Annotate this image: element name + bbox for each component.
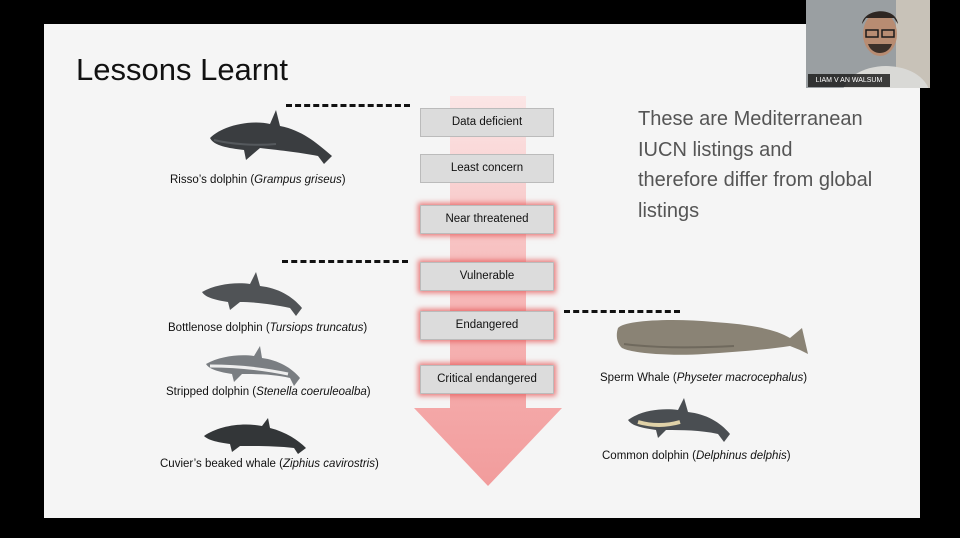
cuviers-beaked-whale-image [204, 418, 306, 454]
risso-dolphin-image [210, 110, 332, 164]
slide-note: These are Mediterranean IUCN listings an… [638, 108, 873, 222]
risso-dolphin-caption: Risso’s dolphin (Grampus griseus) [170, 174, 346, 186]
category-endangered: Endangered [420, 311, 554, 340]
bottlenose-dolphin-caption: Bottlenose dolphin (Tursiops truncatus) [168, 322, 368, 334]
presentation-slide: Lessons Learnt These are Mediterranean I… [44, 24, 920, 518]
webcam-video-tile: LIAM V AN WALSUM [806, 0, 930, 88]
striped-dolphin-image [206, 346, 300, 386]
common-dolphin-image [628, 398, 730, 442]
slide-title: Lessons Learnt [76, 52, 288, 87]
category-least-concern: Least concern [420, 154, 554, 183]
participant-name-label: LIAM V AN WALSUM [808, 74, 890, 87]
sperm-whale-image [616, 320, 808, 355]
common-dolphin-caption: Common dolphin (Delphinus delphis) [602, 450, 791, 462]
bottlenose-dolphin-image [202, 272, 302, 316]
category-near-threatened: Near threatened [420, 205, 554, 234]
presenter-video [806, 0, 930, 88]
sperm-whale-dashed-connector [564, 310, 680, 313]
bottlenose-dashed-connector [282, 260, 408, 263]
risso-dashed-connector [286, 104, 410, 107]
category-vulnerable: Vulnerable [420, 262, 554, 291]
category-critical-endangered: Critical endangered [420, 365, 554, 394]
cuviers-beaked-whale-caption: Cuvier’s beaked whale (Ziphius cavirostr… [160, 458, 379, 470]
striped-dolphin-caption: Stripped dolphin (Stenella coeruleoalba) [166, 386, 371, 398]
sperm-whale-caption: Sperm Whale (Physeter macrocephalus) [600, 372, 808, 384]
category-data-deficient: Data deficient [420, 108, 554, 137]
